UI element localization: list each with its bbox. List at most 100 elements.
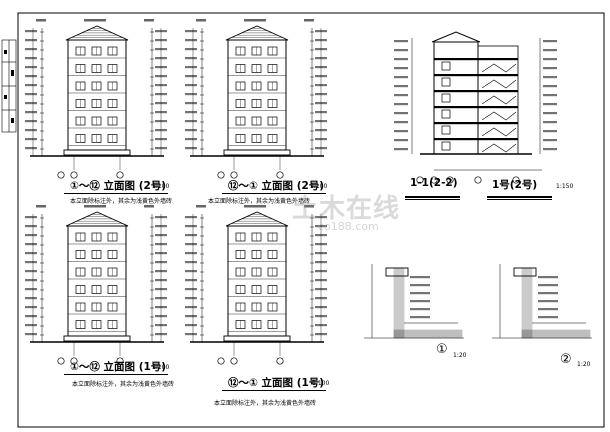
axis-bubble: [276, 357, 284, 365]
dimension-text: [543, 103, 557, 106]
dimension-text: [25, 216, 37, 219]
dimension-text: [155, 66, 167, 69]
top-annotation: [304, 19, 314, 22]
details-layer: [364, 264, 592, 339]
dimension-text: [315, 288, 327, 291]
dimension-text: [25, 297, 37, 300]
detail-drawing-2: [492, 264, 592, 339]
dimension-text: [315, 75, 327, 78]
dimension-text: [543, 40, 557, 43]
elevation-scale-bottom-right: 1:100: [312, 380, 330, 387]
detail-annotation: [410, 308, 430, 311]
axis-bubble: [474, 176, 482, 184]
dimension-text: [155, 333, 167, 336]
dimension-text: [155, 57, 167, 60]
dimension-text: [185, 324, 197, 327]
dimension-text: [394, 40, 408, 43]
dimension-text: [543, 139, 557, 142]
dimension-text: [315, 129, 327, 132]
dimension-text: [155, 315, 167, 318]
section-window: [441, 93, 451, 103]
section-window: [441, 61, 451, 71]
axis-bubble: [217, 357, 225, 365]
dimension-text: [185, 93, 197, 96]
dimension-text: [155, 297, 167, 300]
dimension-text: [25, 225, 37, 228]
dimension-text: [25, 30, 37, 33]
title-underline: [222, 193, 326, 194]
roof-slab: [521, 329, 591, 339]
floor-slab: [434, 106, 518, 109]
dimension-text: [185, 39, 197, 42]
top-annotation: [84, 19, 106, 22]
dimension-text: [543, 85, 557, 88]
dimension-text: [543, 49, 557, 52]
elevation-title-top-right: ⑫～① 立面图 (2号): [228, 180, 325, 192]
section-layer: [394, 31, 557, 184]
stair-flight: [481, 111, 517, 121]
elevation-note-top-left: 本立面除标注外，其余为浅黄色外墙砖: [70, 198, 173, 205]
top-annotation: [84, 205, 106, 208]
dimension-text: [25, 93, 37, 96]
dimension-text: [25, 111, 37, 114]
dimension-text: [185, 57, 197, 60]
dimension-text: [25, 333, 37, 336]
dimension-text: [315, 48, 327, 51]
dimension-text: [25, 324, 37, 327]
dimension-text: [25, 48, 37, 51]
dimension-text: [315, 93, 327, 96]
dimension-text: [394, 103, 408, 106]
dimension-text: [155, 138, 167, 141]
dimension-text: [315, 66, 327, 69]
title-strip-marks: [4, 50, 14, 123]
dimension-text: [25, 57, 37, 60]
coping: [513, 267, 537, 277]
top-annotation: [144, 19, 154, 22]
axis-bubble: [416, 176, 424, 184]
dimension-text: [185, 261, 197, 264]
top-annotation: [36, 19, 46, 22]
dimension-text: [185, 270, 197, 273]
dimension-text: [315, 84, 327, 87]
dimension-text: [25, 306, 37, 309]
dimension-text: [394, 121, 408, 124]
dimension-text: [155, 75, 167, 78]
watermark-url: co188.com: [318, 220, 379, 233]
dimension-text: [315, 138, 327, 141]
dimension-text: [394, 76, 408, 79]
dimension-text: [155, 216, 167, 219]
dimension-text: [185, 111, 197, 114]
dimension-text: [25, 288, 37, 291]
dimension-text: [155, 225, 167, 228]
dimension-text: [155, 111, 167, 114]
dimension-text: [185, 147, 197, 150]
axis-bubble: [512, 176, 520, 184]
dimension-text: [25, 147, 37, 150]
section-title: 1-1(2-2): [410, 177, 458, 189]
dimension-text: [25, 252, 37, 255]
axis-bubble: [57, 171, 65, 179]
dimension-text: [185, 333, 197, 336]
elevation-drawing-bottom-right: [185, 205, 327, 365]
detail-2-label: ②: [560, 352, 572, 367]
section-window: [441, 125, 451, 135]
dimension-text: [543, 76, 557, 79]
parapet-wall: [393, 267, 405, 339]
dimension-text: [25, 66, 37, 69]
top-annotation: [36, 205, 46, 208]
elevation-drawing-bottom-left: [25, 205, 167, 365]
dimension-text: [394, 112, 408, 115]
dimension-text: [543, 94, 557, 97]
detail-annotation: [538, 316, 558, 319]
elevation-note-bottom-left: 本立面除标注外，其余为浅黄色外墙砖: [72, 381, 175, 388]
dimension-text: [185, 234, 197, 237]
dimension-text: [315, 120, 327, 123]
dimension-text: [315, 216, 327, 219]
floor-slab: [434, 138, 518, 141]
dimension-text: [185, 48, 197, 51]
dimension-text: [315, 234, 327, 237]
axis-bubble: [230, 171, 238, 179]
dimension-text: [185, 102, 197, 105]
top-annotation: [244, 205, 266, 208]
